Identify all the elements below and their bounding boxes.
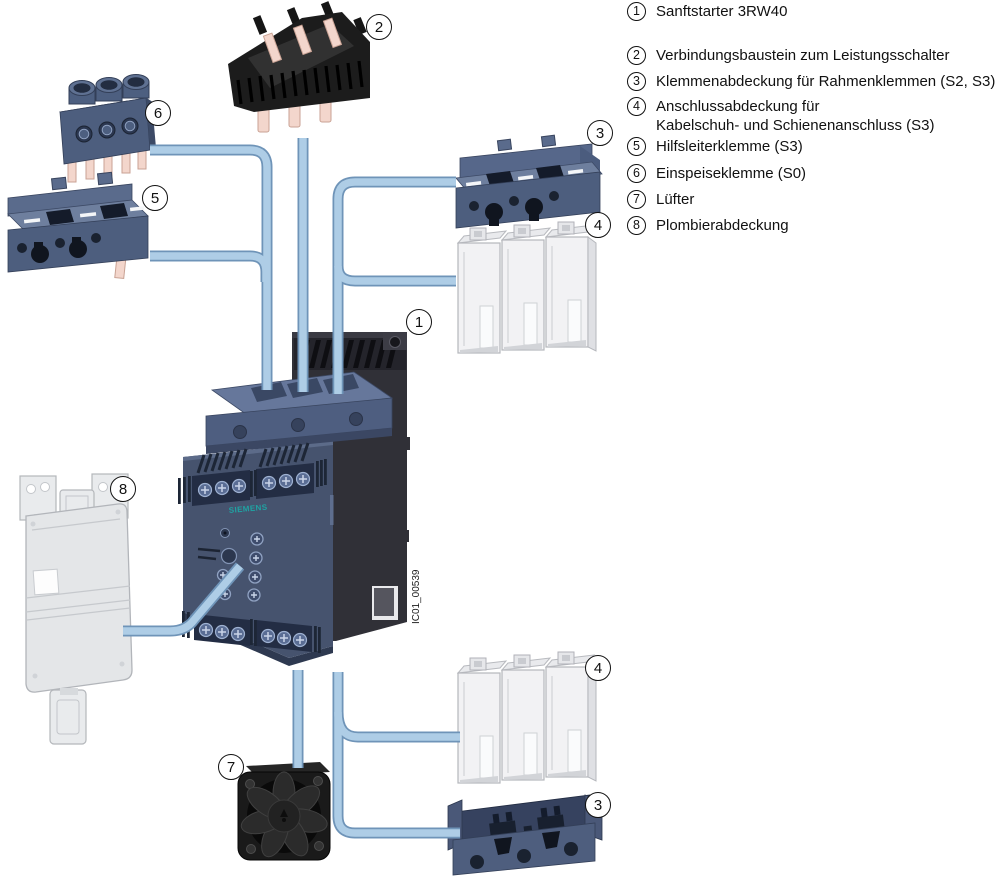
callout-lug-cover-bottom: 4 xyxy=(585,655,611,681)
legend-label: Hilfsleiterklemme (S3) xyxy=(656,138,803,155)
legend-label: Sanftstarter 3RW40 xyxy=(656,3,788,20)
legend-item-8: 8 Plombierabdeckung xyxy=(627,216,789,235)
connection-tubes xyxy=(123,138,460,839)
legend-label-line1: Anschlussabdeckung für xyxy=(656,98,820,115)
clamp-cover-top-part xyxy=(455,134,603,229)
legend-label: Lüfter xyxy=(656,191,695,208)
figure-code: IC01_00539 xyxy=(411,569,422,624)
callout-connector-block: 2 xyxy=(366,14,392,40)
callout-feed-terminal: 6 xyxy=(145,100,171,126)
legend-label: Plombierabdeckung xyxy=(656,217,789,234)
legend-number-badge: 3 xyxy=(627,72,646,91)
legend-number-badge: 2 xyxy=(627,46,646,65)
legend-number-badge: 1 xyxy=(627,2,646,21)
callout-sealing-cover: 8 xyxy=(110,476,136,502)
legend-item-2: 2 Verbindungsbaustein zum Leistungsschal… xyxy=(627,46,950,65)
legend-item-7: 7 Lüfter xyxy=(627,190,694,209)
callout-starter: 1 xyxy=(406,309,432,335)
legend-item-6: 6 Einspeiseklemme (S0) xyxy=(627,164,806,183)
legend-item-4: 4 Anschlussabdeckung für Kabelschuh- und… xyxy=(627,97,935,135)
legend-item-5: 5 Hilfsleiterklemme (S3) xyxy=(627,137,803,156)
legend-label: Anschlussabdeckung für Kabelschuh- und S… xyxy=(656,97,935,135)
legend-number-badge: 6 xyxy=(627,164,646,183)
callout-clamp-cover-bottom: 3 xyxy=(585,792,611,818)
legend-label: Verbindungsbaustein zum Leistungsschalte… xyxy=(656,47,950,64)
callout-lug-cover-top: 4 xyxy=(585,212,611,238)
brand-label: SIEMENS xyxy=(228,503,268,515)
connector-block-part xyxy=(228,1,370,133)
legend-number-badge: 4 xyxy=(627,97,646,116)
legend-label: Klemmenabdeckung für Rahmenklemmen (S2, … xyxy=(656,73,996,90)
legend-item-3: 3 Klemmenabdeckung für Rahmenklemmen (S2… xyxy=(627,72,995,91)
lug-cover-bottom-part xyxy=(457,651,597,784)
legend-label: Einspeiseklemme (S0) xyxy=(656,165,807,182)
callout-aux-terminal: 5 xyxy=(142,185,168,211)
legend-label-line2: Kabelschuh- und Schienenanschluss (S3) xyxy=(656,117,935,134)
fan-part xyxy=(237,762,331,861)
feed-terminal-part xyxy=(58,74,156,183)
legend-number-badge: 7 xyxy=(627,190,646,209)
aux-terminal-part xyxy=(7,171,149,280)
legend-number-badge: 5 xyxy=(627,137,646,156)
legend-number-badge: 8 xyxy=(627,216,646,235)
sealing-cover-part xyxy=(19,473,133,745)
callout-fan: 7 xyxy=(218,754,244,780)
clamp-cover-bottom-part xyxy=(447,794,603,876)
lug-cover-top-part xyxy=(457,221,597,354)
callout-clamp-cover-top: 3 xyxy=(587,120,613,146)
legend-item-1: 1 Sanftstarter 3RW40 xyxy=(627,2,787,21)
soft-starter-part: SIEMENS xyxy=(178,332,422,666)
